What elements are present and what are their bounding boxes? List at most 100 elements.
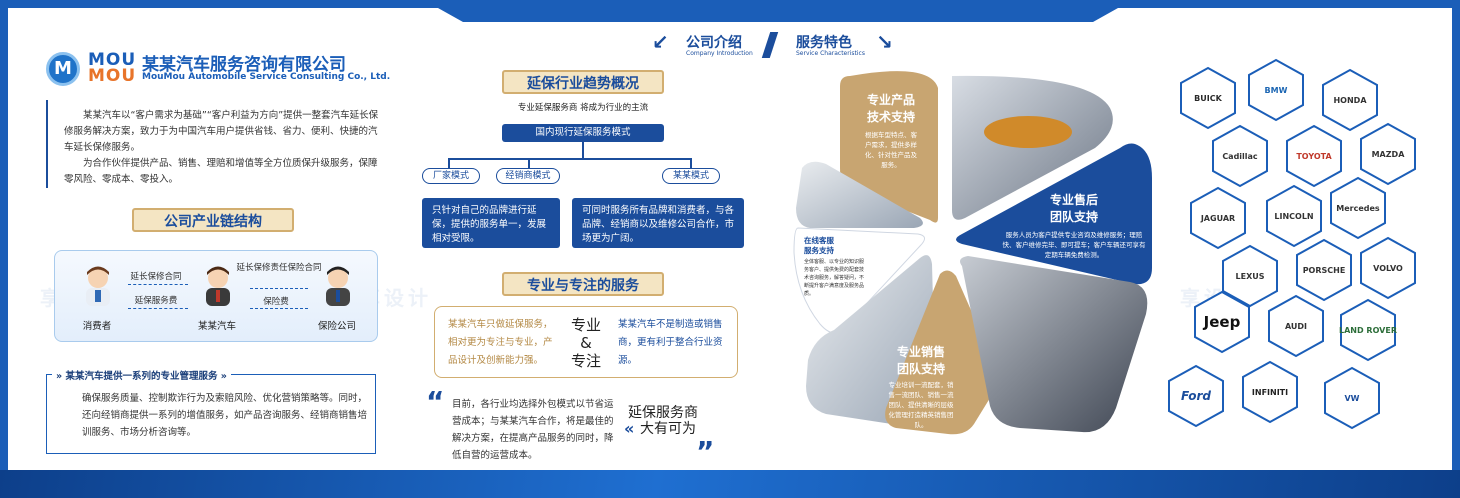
product-title: 专业产品 xyxy=(866,93,915,107)
brand-wordmark: MOU MOU xyxy=(88,50,137,86)
arrow-icon: ↘ xyxy=(876,30,893,54)
sales-title: 团队支持 xyxy=(896,362,945,376)
brand-hex: VW xyxy=(1320,366,1384,430)
company-logo-icon: M xyxy=(46,52,80,86)
company-avatar-icon xyxy=(206,266,230,306)
brand-hex: VOLVO xyxy=(1356,236,1420,300)
flow-arrow xyxy=(250,288,308,289)
brand-hex: HONDA xyxy=(1318,68,1382,132)
brand-logo: LEXUS xyxy=(1235,271,1265,281)
connector xyxy=(448,158,692,160)
arrow-icon: ↙ xyxy=(652,30,669,54)
brand-logo: VW xyxy=(1344,393,1360,403)
brand-hex: JAGUAR xyxy=(1186,186,1250,250)
flow-label: 延保服务费 xyxy=(134,296,178,306)
close-quote-icon: ” xyxy=(696,435,715,468)
petal-product xyxy=(840,71,938,223)
petal-sales xyxy=(885,270,996,435)
brand-logo: PORSCHE xyxy=(1302,265,1346,275)
brand-hex: LINCOLN xyxy=(1262,184,1326,248)
trend-title: 延保行业趋势概况 xyxy=(502,70,664,94)
mode-dealer: 经销商模式 xyxy=(496,168,560,184)
header-service-en: Service Characteristics xyxy=(796,50,865,57)
company-intro: 某某汽车以“客户需求为基础”“客户利益为方向”提供一整套汽车延长保修服务解决方案… xyxy=(64,108,379,188)
brand-hex: LAND ROVER xyxy=(1336,298,1400,362)
brand-hex: Ford xyxy=(1164,364,1228,428)
flow-arrow xyxy=(250,308,308,309)
aftersale-text: 专业售后 团队支持 服务人员为客户提供专业咨询及维修服务；理赔快、客户维修完毕、… xyxy=(1000,192,1148,260)
aftersale-title: 团队支持 xyxy=(1049,210,1098,224)
double-chevron-icon: « xyxy=(624,419,635,438)
brand-hex: AUDI xyxy=(1264,294,1328,358)
company-label: 某某汽车 xyxy=(197,321,236,332)
extended-subtitle: 大有可为 xyxy=(640,421,696,437)
service-mid-text: & xyxy=(580,334,592,352)
online-title: 服务支持 xyxy=(804,246,834,255)
aftersale-title: 专业售后 xyxy=(1049,193,1098,207)
sales-title: 专业销售 xyxy=(896,345,945,359)
service-mid-text: 专业 xyxy=(570,316,601,334)
connector xyxy=(448,158,450,168)
brand-logo: INFINITI xyxy=(1251,387,1289,397)
connector xyxy=(582,142,584,158)
online-title: 在线客服 xyxy=(804,236,834,245)
product-title: 技术支持 xyxy=(866,110,915,124)
header-intro-en: Company Introduction xyxy=(686,50,753,57)
model-title: 国内现行延保服务模式 xyxy=(502,124,664,142)
management-text: 确保服务质量、控制欺诈行为及索赔风险、优化营销策略等。同时，还向经销商提供一系列… xyxy=(82,393,368,438)
insurer-avatar-icon xyxy=(326,266,350,306)
flow-arrow xyxy=(128,308,188,309)
sales-body: 专业培训一流配套，销售一流团队、销售一流团队、提供清晰的层级化管理打造精英销售团… xyxy=(888,381,954,429)
header-service: 服务特色 xyxy=(796,35,852,51)
intro-bracket xyxy=(46,100,48,188)
management-title: » 某某汽车提供一系列的专业管理服务 » xyxy=(52,368,231,382)
brand-logo: VOLVO xyxy=(1373,263,1403,273)
brand-logo: AUDI xyxy=(1284,321,1308,331)
service-right: 某某汽车不是制造或销售商，更有利于整合行业资源。 xyxy=(618,319,723,366)
extended-title: 延保服务商 xyxy=(628,405,698,421)
header-intro: 公司介绍 xyxy=(686,35,742,51)
mode-manufacturer: 厂家模式 xyxy=(422,168,480,184)
company-name-cn: 某某汽车服务咨询有限公司 xyxy=(142,55,346,75)
consumer-avatar-icon xyxy=(86,266,110,306)
brand-logo: TOYOTA xyxy=(1296,151,1332,161)
sales-text: 专业销售 团队支持 专业培训一流配套，销售一流团队、销售一流团队、提供清晰的层级… xyxy=(888,344,954,430)
flow-arrow xyxy=(128,284,188,285)
mode-moumou: 某某模式 xyxy=(662,168,720,184)
brand-logo: Cadillac xyxy=(1222,151,1258,161)
brand-hex: TOYOTA xyxy=(1282,124,1346,188)
service-petals xyxy=(793,71,1152,435)
brand-hex: LEXUS xyxy=(1218,244,1282,308)
brand-logo: JAGUAR xyxy=(1200,213,1236,223)
connector xyxy=(690,158,692,168)
bottom-stripe xyxy=(0,470,1460,498)
service-title: 专业与专注的服务 xyxy=(502,272,664,296)
service-mid: 专业 & 专注 xyxy=(563,316,609,370)
brand-hex: BUICK xyxy=(1176,66,1240,130)
brand-hex: INFINITI xyxy=(1238,360,1302,424)
consumer-label: 消费者 xyxy=(82,321,112,332)
insurer-label: 保险公司 xyxy=(317,321,356,332)
chain-title: 公司产业链结构 xyxy=(132,208,294,232)
online-body: 全体客服、以专业的知识服务客户、提供免费的配套技术咨询服务，解答疑问，不断提升客… xyxy=(804,259,865,297)
brand-logo: Ford xyxy=(1180,389,1212,403)
mode-desc-right: 可同时服务所有品牌和消费者，与各品牌、经销商以及维修公司合作，市场更为广阔。 xyxy=(572,198,744,248)
mode-desc-left: 只针对自己的品牌进行延保，提供的服务单一，发展相对受限。 xyxy=(422,198,560,248)
brand-logo: MAZDA xyxy=(1371,149,1405,159)
quote-text: 目前，各行业均选择外包模式以节省运营成本；与某某汽车合作，将是最佳的解决方案，在… xyxy=(452,399,614,461)
intro-paragraph: 为合作伙伴提供产品、销售、理赔和增值等全方位质保升级服务，保障零风险、零成本、零… xyxy=(64,158,378,185)
product-body: 根据车型特点、客户需求，提供多样化、针对性产品及服务。 xyxy=(865,131,917,169)
flow-label: 延长保修责任保险合同 xyxy=(236,263,322,273)
brand-logo: LAND ROVER xyxy=(1339,325,1397,335)
connector xyxy=(528,158,530,168)
flow-label: 延长保修合同 xyxy=(130,272,182,282)
brand-hex: BMW xyxy=(1244,58,1308,122)
service-frame xyxy=(434,306,738,378)
petal-online xyxy=(793,227,925,334)
company-name-en: MouMou Automobile Service Consulting Co.… xyxy=(142,72,391,82)
brand-logo: Jeep xyxy=(1203,313,1241,331)
trend-subtitle: 专业延保服务商 将成为行业的主流 xyxy=(517,103,649,113)
flow-label: 保险费 xyxy=(263,297,289,307)
brand-hex: Mercedes xyxy=(1326,176,1390,240)
product-text: 专业产品 技术支持 根据车型特点、客户需求，提供多样化、针对性产品及服务。 xyxy=(848,92,934,170)
